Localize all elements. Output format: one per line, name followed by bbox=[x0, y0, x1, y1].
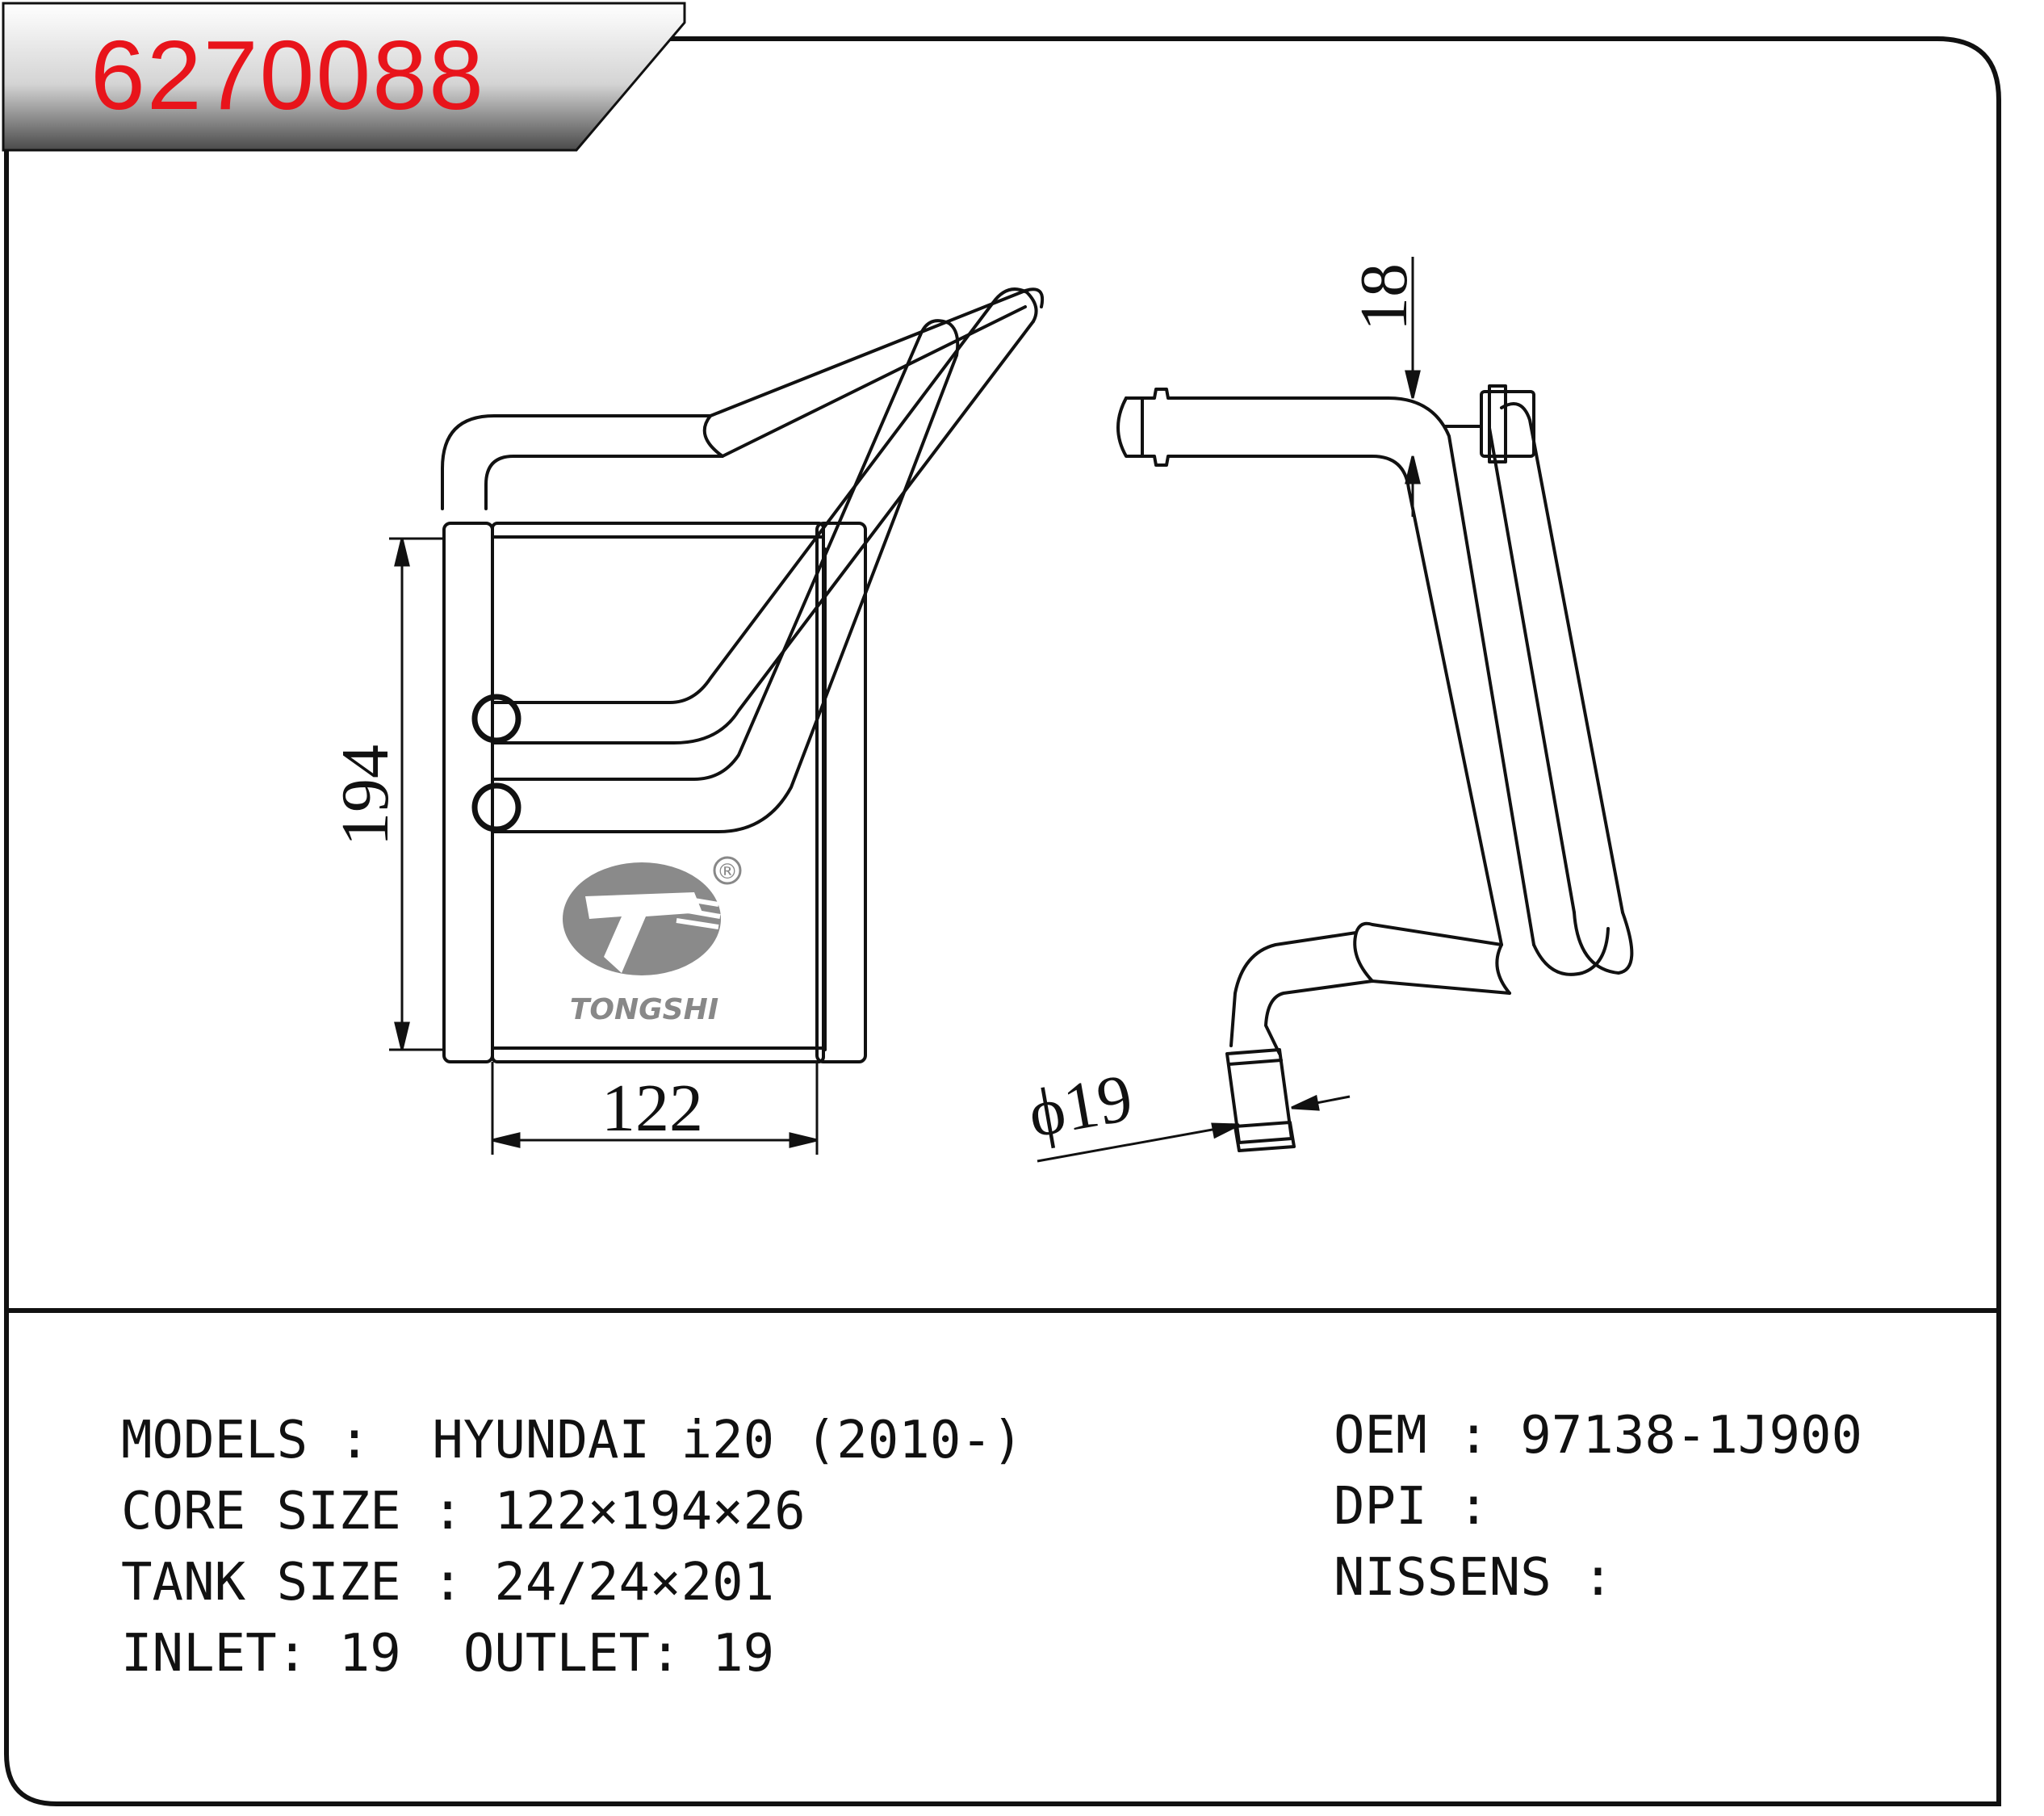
dimension-pipe-gap-label: 18 bbox=[1347, 263, 1422, 331]
dimension-width-label: 122 bbox=[601, 1071, 703, 1146]
tongshi-logo bbox=[563, 856, 742, 975]
logo-registered-mark: ® bbox=[717, 860, 738, 884]
spec-dpi: DPI : bbox=[1334, 1477, 1489, 1537]
spec-oem: OEM : 97138-1J900 bbox=[1334, 1406, 1863, 1466]
heater-core-front-view bbox=[441, 287, 1044, 1063]
dimension-pipe-gap bbox=[1405, 257, 1421, 517]
dimension-width bbox=[491, 1062, 819, 1155]
dimension-diameter-label: ϕ19 bbox=[1023, 1060, 1137, 1152]
heater-core-side-view bbox=[1116, 384, 1634, 1152]
dimension-diameter bbox=[1037, 1094, 1351, 1163]
spec-tank-size: TANK SIZE : 24/24×201 bbox=[121, 1553, 775, 1613]
sheet-border bbox=[4, 36, 2001, 1806]
logo-text: TONGSHI bbox=[570, 993, 718, 1026]
spec-models: MODELS : HYUNDAI i20 (2010-) bbox=[121, 1411, 1024, 1470]
dimension-height-label: 194 bbox=[328, 744, 403, 846]
spec-inlet-outlet: INLET: 19 OUTLET: 19 bbox=[121, 1624, 775, 1684]
part-number-band bbox=[2, 2, 686, 152]
dimension-height bbox=[389, 537, 444, 1051]
spec-nissens: NISSENS : bbox=[1334, 1548, 1614, 1608]
part-number: 6270088 bbox=[90, 20, 485, 130]
spec-core-size: CORE SIZE : 122×194×26 bbox=[121, 1482, 806, 1541]
